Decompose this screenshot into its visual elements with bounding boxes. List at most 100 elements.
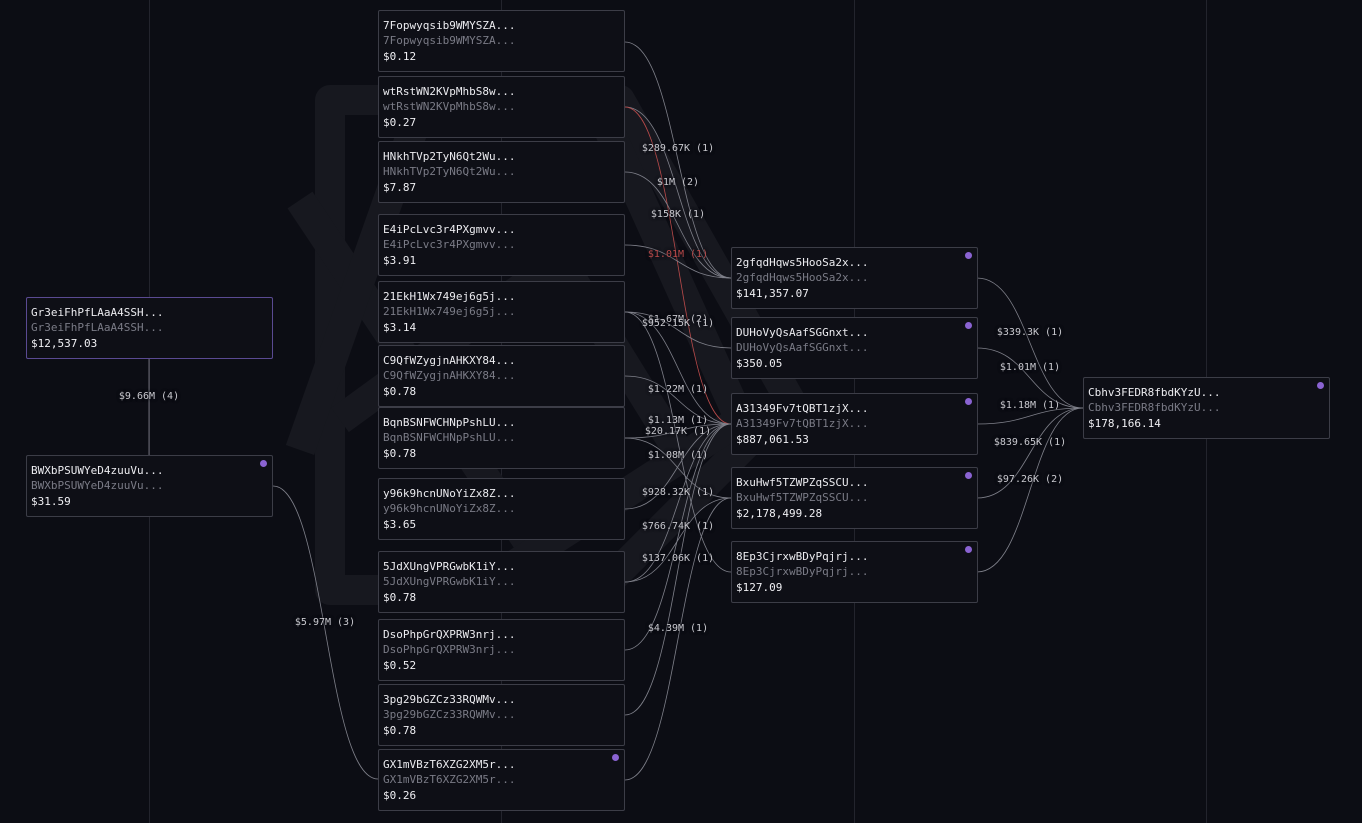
node-value: $350.05 — [736, 357, 783, 370]
edge-label: $928.32K (1) — [641, 487, 715, 498]
node-address: y96k9hcnUNoYiZx8Z... — [383, 502, 516, 515]
edge-label: $839.65K (1) — [993, 437, 1067, 448]
node-address: E4iPcLvc3r4PXgmvv... — [383, 238, 516, 251]
node-name: 8Ep3CjrxwBDyPqjrj... — [736, 550, 869, 563]
edge-label: $289.67K (1) — [641, 143, 715, 154]
flow-edge — [976, 347, 1084, 409]
edge-label: $4.39M (1) — [647, 623, 709, 634]
wallet-node[interactable]: E4iPcLvc3r4PXgmvv... E4iPcLvc3r4PXgmvv..… — [378, 214, 625, 276]
wallet-node[interactable]: GX1mVBzT6XZG2XM5r... GX1mVBzT6XZG2XM5r..… — [378, 749, 625, 811]
flow-edge — [624, 106, 732, 279]
edge-label: $339.3K (1) — [996, 327, 1064, 338]
node-address: 8Ep3CjrxwBDyPqjrj... — [736, 565, 869, 578]
wallet-node[interactable]: C9QfWZygjnAHKXY84... C9QfWZygjnAHKXY84..… — [378, 345, 625, 407]
node-value: $0.78 — [383, 591, 417, 604]
node-value: $0.78 — [383, 724, 417, 737]
edge-label: $766.74K (1) — [641, 521, 715, 532]
tag-dot-icon — [260, 460, 267, 467]
tag-dot-icon — [965, 546, 972, 553]
wallet-node[interactable]: BxuHwf5TZWPZqSSCU... BxuHwf5TZWPZqSSCU..… — [731, 467, 978, 529]
edge-label: $9.66M (4) — [118, 391, 180, 402]
node-name: Cbhv3FEDR8fbdKYzU... — [1088, 386, 1221, 399]
node-address: GX1mVBzT6XZG2XM5r... — [383, 773, 516, 786]
flow-edge — [624, 423, 732, 583]
flow-edge — [624, 106, 732, 425]
node-address: BqnBSNFWCHNpPshLU... — [383, 431, 516, 444]
node-address: Cbhv3FEDR8fbdKYzU... — [1088, 401, 1221, 414]
flow-edge — [976, 407, 1084, 425]
node-name: BqnBSNFWCHNpPshLU... — [383, 416, 516, 429]
flow-edge — [624, 423, 732, 651]
node-value: $3.65 — [383, 518, 417, 531]
wallet-node[interactable]: 7Fopwyqsib9WMYSZA... 7Fopwyqsib9WMYSZA..… — [378, 10, 625, 72]
flow-edge — [624, 423, 732, 716]
flow-edge — [624, 423, 732, 439]
node-name: HNkhTVp2TyN6Qt2Wu... — [383, 150, 516, 163]
node-value: $0.78 — [383, 385, 417, 398]
node-address: 7Fopwyqsib9WMYSZA... — [383, 34, 516, 47]
flow-edge — [624, 375, 732, 425]
node-name: y96k9hcnUNoYiZx8Z... — [383, 487, 516, 500]
flow-edge — [624, 311, 732, 573]
wallet-node[interactable]: 8Ep3CjrxwBDyPqjrj... 8Ep3CjrxwBDyPqjrj..… — [731, 541, 978, 603]
node-name: BWXbPSUWYeD4zuuVu... — [31, 464, 164, 477]
edge-label: $5.97M (3) — [294, 617, 356, 628]
edge-label: $97.26K (2) — [996, 474, 1064, 485]
node-name: DsoPhpGrQXPRW3nrj... — [383, 628, 516, 641]
wallet-node[interactable]: Gr3eiFhPfLAaA4SSH... Gr3eiFhPfLAaA4SSH..… — [26, 297, 273, 359]
node-value: $0.12 — [383, 50, 417, 63]
node-address: HNkhTVp2TyN6Qt2Wu... — [383, 165, 516, 178]
edge-label: $1.01M (1) — [999, 362, 1061, 373]
wallet-node[interactable]: 21EkH1Wx749ej6g5j... 21EkH1Wx749ej6g5j..… — [378, 281, 625, 343]
node-value: $3.14 — [383, 321, 417, 334]
wallet-node[interactable]: y96k9hcnUNoYiZx8Z... y96k9hcnUNoYiZx8Z..… — [378, 478, 625, 540]
wallet-node[interactable]: DsoPhpGrQXPRW3nrj... DsoPhpGrQXPRW3nrj..… — [378, 619, 625, 681]
node-name: 21EkH1Wx749ej6g5j... — [383, 290, 516, 303]
flow-edge — [624, 497, 732, 781]
node-address: 3pg29bGZCz33RQWMv... — [383, 708, 516, 721]
node-name: 2gfqdHqws5HooSa2x... — [736, 256, 869, 269]
wallet-node[interactable]: HNkhTVp2TyN6Qt2Wu... HNkhTVp2TyN6Qt2Wu..… — [378, 141, 625, 203]
tag-dot-icon — [965, 252, 972, 259]
node-address: DsoPhpGrQXPRW3nrj... — [383, 643, 516, 656]
node-name: A31349Fv7tQBT1zjX... — [736, 402, 869, 415]
wallet-node[interactable]: wtRstWN2KVpMhbS8w... wtRstWN2KVpMhbS8w..… — [378, 76, 625, 138]
node-value: $0.52 — [383, 659, 417, 672]
node-name: 3pg29bGZCz33RQWMv... — [383, 693, 516, 706]
wallet-node[interactable]: 2gfqdHqws5HooSa2x... 2gfqdHqws5HooSa2x..… — [731, 247, 978, 309]
tag-dot-icon — [612, 754, 619, 761]
node-name: 7Fopwyqsib9WMYSZA... — [383, 19, 516, 32]
edge-label: $1.08M (1) — [647, 450, 709, 461]
edge-label: $137.06K (1) — [641, 553, 715, 564]
tag-dot-icon — [965, 398, 972, 405]
edge-label: $1M (2) — [656, 177, 700, 188]
edge-label: $1.01M (1) — [647, 249, 709, 260]
flow-edge — [624, 437, 732, 499]
wallet-node[interactable]: A31349Fv7tQBT1zjX... A31349Fv7tQBT1zjX..… — [731, 393, 978, 455]
wallet-node[interactable]: BWXbPSUWYeD4zuuVu... BWXbPSUWYeD4zuuVu..… — [26, 455, 273, 517]
flow-edge — [624, 171, 732, 279]
node-address: DUHoVyQsAafSGGnxt... — [736, 341, 869, 354]
node-address: 21EkH1Wx749ej6g5j... — [383, 305, 516, 318]
node-value: $0.78 — [383, 447, 417, 460]
edge-label: $1.18M (1) — [999, 400, 1061, 411]
wallet-node[interactable]: 5JdXUngVPRGwbK1iY... 5JdXUngVPRGwbK1iY..… — [378, 551, 625, 613]
node-value: $887,061.53 — [736, 433, 809, 446]
wallet-node[interactable]: Cbhv3FEDR8fbdKYzU... Cbhv3FEDR8fbdKYzU..… — [1083, 377, 1330, 439]
node-value: $0.26 — [383, 789, 417, 802]
wallet-node[interactable]: 3pg29bGZCz33RQWMv... 3pg29bGZCz33RQWMv..… — [378, 684, 625, 746]
node-name: GX1mVBzT6XZG2XM5r... — [383, 758, 516, 771]
wallet-node[interactable]: BqnBSNFWCHNpPshLU... BqnBSNFWCHNpPshLU..… — [378, 407, 625, 469]
node-address: wtRstWN2KVpMhbS8w... — [383, 100, 516, 113]
tag-dot-icon — [965, 322, 972, 329]
flow-edge — [624, 244, 732, 279]
edge-label: $1.22M (1) — [647, 384, 709, 395]
node-name: Gr3eiFhPfLAaA4SSH... — [31, 306, 164, 319]
node-name: BxuHwf5TZWPZqSSCU... — [736, 476, 869, 489]
node-address: 2gfqdHqws5HooSa2x... — [736, 271, 869, 284]
wallet-node[interactable]: DUHoVyQsAafSGGnxt... DUHoVyQsAafSGGnxt..… — [731, 317, 978, 379]
flow-edge — [624, 423, 732, 510]
edge-label: $952.15K (1) — [641, 318, 715, 329]
node-name: wtRstWN2KVpMhbS8w... — [383, 85, 516, 98]
